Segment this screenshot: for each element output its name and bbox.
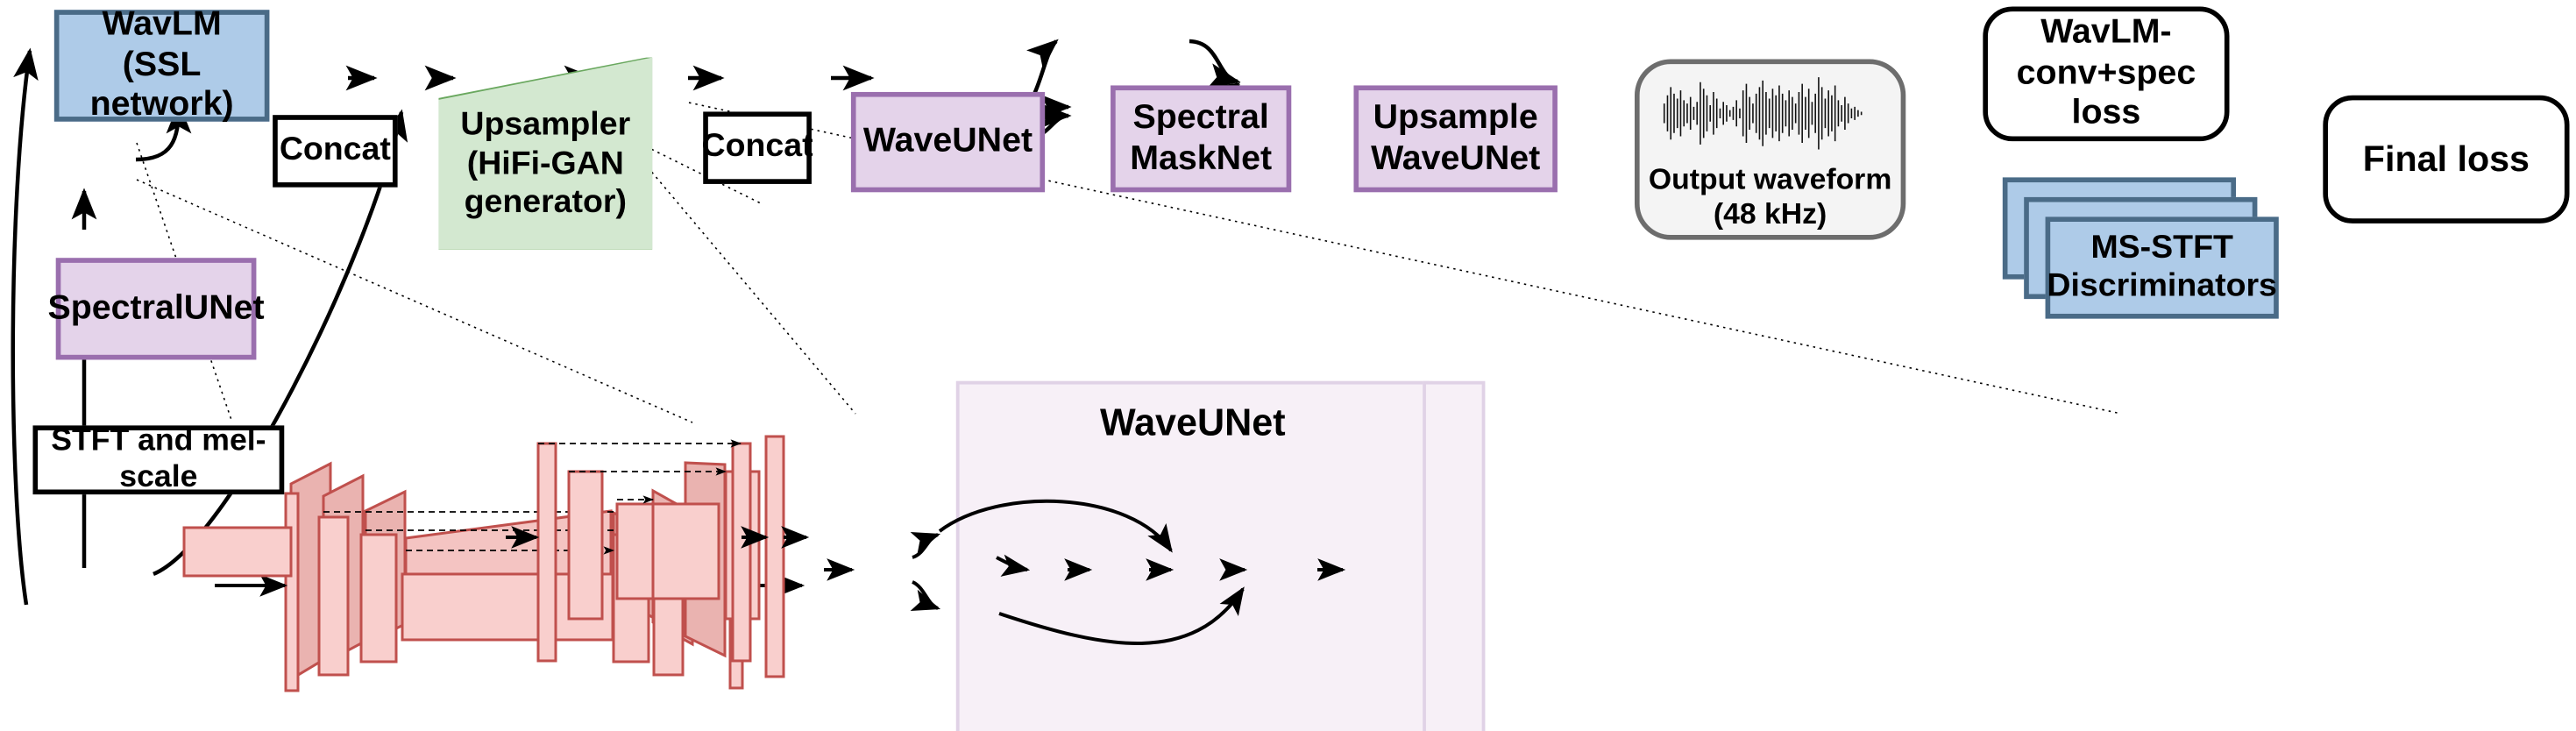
panel-waveunet-title: WaveUNet [1099, 401, 1286, 444]
output-waveform-node: Output waveform (48 kHz) [1634, 59, 1906, 240]
concat-2-node[interactable]: Concat [702, 111, 813, 184]
waveunet-node[interactable]: WaveUNet [850, 91, 1046, 193]
panel-waveunet-body [955, 380, 1430, 731]
final-loss-node[interactable]: Final loss [2323, 95, 2570, 224]
spectral-masknet-node[interactable]: Spectral MaskNet [1111, 85, 1292, 193]
concat-1-node[interactable]: Concat [273, 115, 398, 188]
upsample-waveunet-node[interactable]: Upsample WaveUNet [1353, 85, 1558, 193]
spectralunet-node[interactable]: SpectralUNet [47, 258, 265, 360]
panel-waveunet-up3x [1423, 380, 1486, 731]
stft-mel-node[interactable]: STFT and mel-scale [32, 423, 285, 495]
spectralunet-3d-blocks [214, 461, 805, 692]
wavlm-node[interactable]: WavLM (SSL network) [53, 5, 270, 124]
output-waveform-graphic [1662, 76, 1862, 150]
wavlm-conv-spec-loss-node[interactable]: WavLM- conv+spec loss [1983, 6, 2230, 142]
output-waveform-label: Output waveform (48 kHz) [1648, 162, 1892, 231]
ms-stft-discriminators-node[interactable]: MS-STFT Discriminators [2045, 216, 2279, 319]
